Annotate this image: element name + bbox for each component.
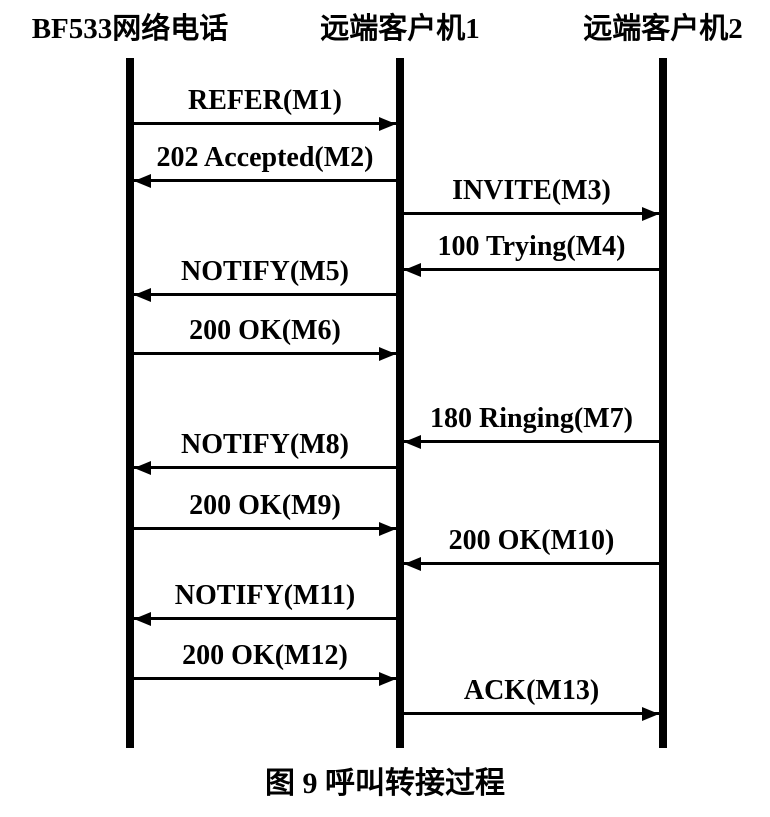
message-label-5: NOTIFY(M5) xyxy=(181,256,349,287)
arrowhead-icon xyxy=(379,672,396,686)
lifeline-label-bf533-phone: BF533网络电话 xyxy=(31,13,229,45)
arrowhead-icon xyxy=(134,174,151,188)
arrowhead-icon xyxy=(404,435,421,449)
arrowhead-icon xyxy=(642,207,659,221)
message-label-2: 202 Accepted(M2) xyxy=(156,142,374,173)
message-line-6 xyxy=(134,352,396,355)
message-label-13: ACK(M13) xyxy=(463,675,600,706)
message-label-12: 200 OK(M12) xyxy=(182,640,348,671)
figure-caption: 图 9 呼叫转接过程 xyxy=(265,767,505,800)
message-label-7: 180 Ringing(M7) xyxy=(430,403,633,434)
arrowhead-icon xyxy=(404,263,421,277)
arrowhead-icon xyxy=(379,117,396,131)
arrowhead-icon xyxy=(404,557,421,571)
message-line-9 xyxy=(134,527,396,530)
message-line-10 xyxy=(404,562,659,565)
arrowhead-icon xyxy=(134,612,151,626)
message-label-8: NOTIFY(M8) xyxy=(181,429,349,460)
lifeline-label-remote-client-2: 远端客户机2 xyxy=(583,13,743,45)
message-label-3: INVITE(M3) xyxy=(452,175,611,206)
arrowhead-icon xyxy=(379,522,396,536)
message-line-7 xyxy=(404,440,659,443)
lifeline-bf533-phone xyxy=(126,58,134,748)
lifeline-label-remote-client-1: 远端客户机1 xyxy=(320,13,480,45)
message-label-9: 200 OK(M9) xyxy=(189,490,341,521)
arrowhead-icon xyxy=(642,707,659,721)
message-line-1 xyxy=(134,122,396,125)
arrowhead-icon xyxy=(134,288,151,302)
arrowhead-icon xyxy=(134,461,151,475)
message-line-5 xyxy=(134,293,396,296)
message-line-2 xyxy=(134,179,396,182)
message-label-10: 200 OK(M10) xyxy=(448,525,615,556)
message-line-8 xyxy=(134,466,396,469)
message-label-11: NOTIFY(M11) xyxy=(174,580,356,611)
arrowhead-icon xyxy=(379,347,396,361)
lifeline-remote-client-1 xyxy=(396,58,404,748)
message-label-1: REFER(M1) xyxy=(188,85,342,116)
message-label-6: 200 OK(M6) xyxy=(189,315,341,346)
message-line-4 xyxy=(404,268,659,271)
message-line-3 xyxy=(404,212,659,215)
message-label-4: 100 Trying(M4) xyxy=(437,231,626,262)
message-line-11 xyxy=(134,617,396,620)
lifeline-remote-client-2 xyxy=(659,58,667,748)
message-line-12 xyxy=(134,677,396,680)
message-line-13 xyxy=(404,712,659,715)
